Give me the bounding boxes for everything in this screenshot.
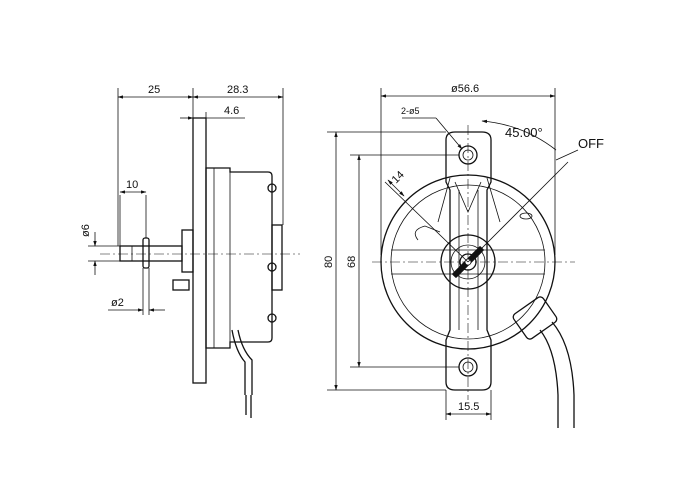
dim-angle-45: 45.00°	[505, 125, 543, 140]
lead-wire	[231, 329, 253, 395]
dim-25: 25	[148, 84, 160, 96]
rivet	[267, 183, 277, 193]
side-view	[100, 117, 300, 418]
body-outer-circle	[380, 174, 556, 350]
dim-10: 10	[126, 179, 138, 191]
shaft	[119, 245, 183, 262]
side-dimensions: 25 28.3 4.6 10 ø6 ø2	[80, 84, 284, 315]
dim-phi-2: ø2	[111, 297, 124, 309]
lever	[172, 279, 190, 291]
mounting-plate	[192, 117, 207, 384]
hub-outer	[440, 234, 496, 290]
rivet	[267, 262, 277, 272]
hub-inner	[450, 244, 486, 280]
body-inner-circle	[390, 184, 546, 340]
dim-phi-56-6: ø56.6	[451, 83, 479, 95]
shaft-boss	[181, 229, 194, 273]
back-cap	[271, 224, 283, 291]
mounting-bracket	[445, 131, 492, 391]
dim-2-phi-5: 2-ø5	[401, 106, 420, 116]
cross-pin	[142, 237, 150, 269]
front-view	[372, 125, 575, 428]
dim-14: 14	[390, 169, 407, 186]
dim-68: 68	[346, 256, 358, 268]
label-off: OFF	[578, 136, 604, 151]
dim-4-6: 4.6	[224, 105, 239, 117]
wire-outlet	[512, 296, 558, 340]
front-lead-wire	[539, 321, 575, 410]
dim-phi-6: ø6	[80, 224, 92, 237]
shaft-end	[459, 253, 477, 271]
dim-80: 80	[323, 256, 335, 268]
motor-housing	[205, 167, 273, 349]
rivet	[267, 313, 277, 323]
dim-15-5: 15.5	[458, 401, 479, 413]
front-dimensions: ø56.6 2-ø5 45.00° OFF 14 80 68 15.5	[323, 83, 604, 420]
dim-28-3: 28.3	[227, 84, 248, 96]
